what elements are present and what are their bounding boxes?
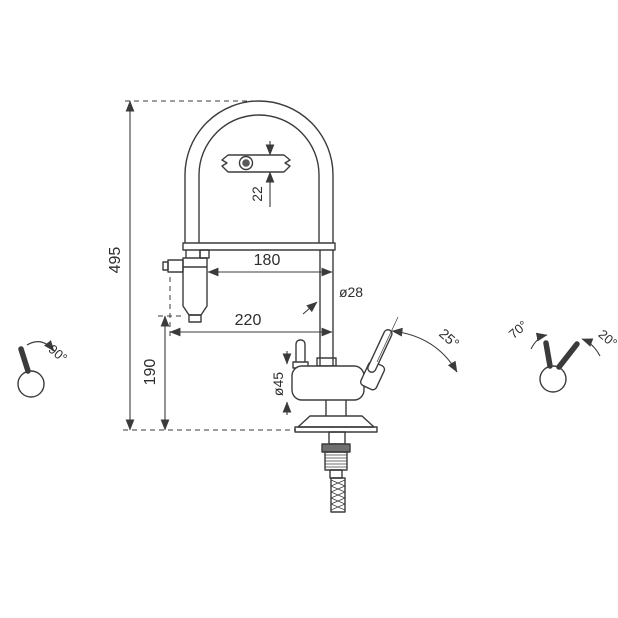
spray-head — [162, 249, 210, 323]
supply-hose — [330, 477, 346, 513]
arc-lever-tilt — [391, 327, 458, 373]
handle-tilt-angle-label: 20° — [596, 326, 618, 350]
hose-clip-detail — [221, 154, 291, 173]
mounting-hardware — [321, 431, 351, 513]
dim-column-diameter-label: ø28 — [339, 284, 363, 300]
body-shell — [291, 365, 365, 401]
swivel-range-label: 90° — [46, 341, 71, 365]
mixer-column — [316, 250, 337, 367]
mixer-lever — [367, 329, 393, 373]
dim-spout-reach-label: 180 — [254, 252, 281, 269]
leader-column-diameter — [302, 301, 318, 315]
dim-total-height-label: 495 — [107, 247, 124, 274]
dim-clip-size-label: 22 — [249, 186, 265, 202]
dimension-annotations: 495 190 22 180 220 ø28 ø45 25° — [107, 100, 463, 431]
handle-angle-icon: 70° 20° — [506, 317, 618, 393]
dim-spray-height-label: 190 — [142, 359, 159, 386]
dim-lever-tilt-label: 25° — [436, 325, 462, 351]
arc-handle-open — [530, 332, 548, 350]
base-flange — [294, 400, 378, 433]
spout-arc — [184, 100, 334, 243]
dim-spray-reach-label: 220 — [235, 312, 262, 329]
arc-swivel-range — [26, 340, 55, 352]
swivel-base-circle — [17, 370, 45, 398]
spray-spout — [167, 259, 184, 273]
mixer-body — [291, 316, 399, 401]
spray-nozzle — [188, 314, 202, 323]
handle-lever-tilted — [556, 341, 580, 370]
hose-crossbar — [182, 242, 336, 251]
lever-tilt-reference-line — [376, 316, 399, 363]
handle-lever-vertical — [543, 340, 553, 369]
swivel-lever — [18, 346, 31, 374]
handle-open-angle-label: 70° — [506, 317, 531, 341]
dim-body-diameter-label: ø45 — [270, 372, 286, 396]
mounting-nut — [321, 443, 351, 453]
spray-holder-tab — [199, 249, 210, 259]
handle-base-circle — [539, 365, 567, 393]
swivel-angle-icon: 90° — [17, 340, 71, 398]
arc-handle-tilt — [581, 338, 601, 357]
